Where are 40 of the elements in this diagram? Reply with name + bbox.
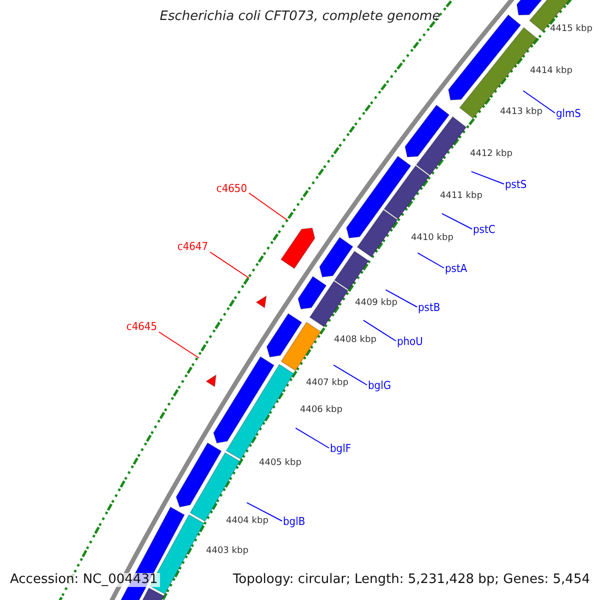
- scale-label: 4414 kbp: [530, 67, 572, 77]
- leader-line: [470, 171, 504, 184]
- leader-line: [417, 252, 444, 268]
- leader-line: [210, 252, 250, 278]
- gene-label: bglG: [368, 380, 391, 392]
- gene-label: pstC: [473, 224, 496, 236]
- gene-label: bglF: [330, 443, 352, 456]
- scale-label: 4412 kbp: [470, 150, 512, 160]
- scale-label: 4407 kbp: [306, 379, 348, 389]
- leader-line: [246, 502, 282, 522]
- scale-label: 4411 kbp: [440, 192, 482, 202]
- map-title: Escherichia coli CFT073, complete genome: [158, 10, 442, 24]
- gene-label: glmS: [556, 108, 581, 120]
- scale-label: 4404 kbp: [226, 517, 268, 527]
- scale-label: 4406 kbp: [300, 406, 342, 416]
- scale-label: 4409 kbp: [355, 299, 398, 309]
- scale-label: 4405 kbp: [259, 459, 302, 469]
- gene-label: c4645: [126, 321, 157, 334]
- scale-label: 4403 kbp: [206, 547, 248, 557]
- leader-line: [441, 213, 472, 230]
- gene-label: phoU: [397, 336, 423, 348]
- gene-label: bglB: [283, 516, 306, 528]
- leader-line: [333, 364, 368, 386]
- scale-label: 4413 kbp: [500, 108, 542, 118]
- leader-line: [295, 428, 330, 448]
- leader-line: [522, 90, 556, 114]
- gene-label: pstB: [418, 302, 440, 314]
- gene-label: pstA: [445, 263, 468, 276]
- gene-label: pstS: [505, 179, 527, 192]
- scale-label: 4408 kbp: [334, 336, 376, 346]
- leader-line: [385, 289, 418, 308]
- accession-label: Accession: NC_004431: [8, 573, 160, 588]
- scale-label: 4415 kbp: [550, 25, 592, 35]
- leader-line: [248, 192, 288, 220]
- leader-line: [158, 332, 200, 358]
- leader-line: [362, 320, 396, 342]
- genome-stats-label: Topology: circular; Length: 5,231,428 bp; Genes: 5,454: [232, 573, 590, 588]
- scale-label: 4410 kbp: [411, 234, 454, 244]
- gene-label: c4647: [177, 241, 208, 254]
- gene-label: c4650: [216, 183, 247, 196]
